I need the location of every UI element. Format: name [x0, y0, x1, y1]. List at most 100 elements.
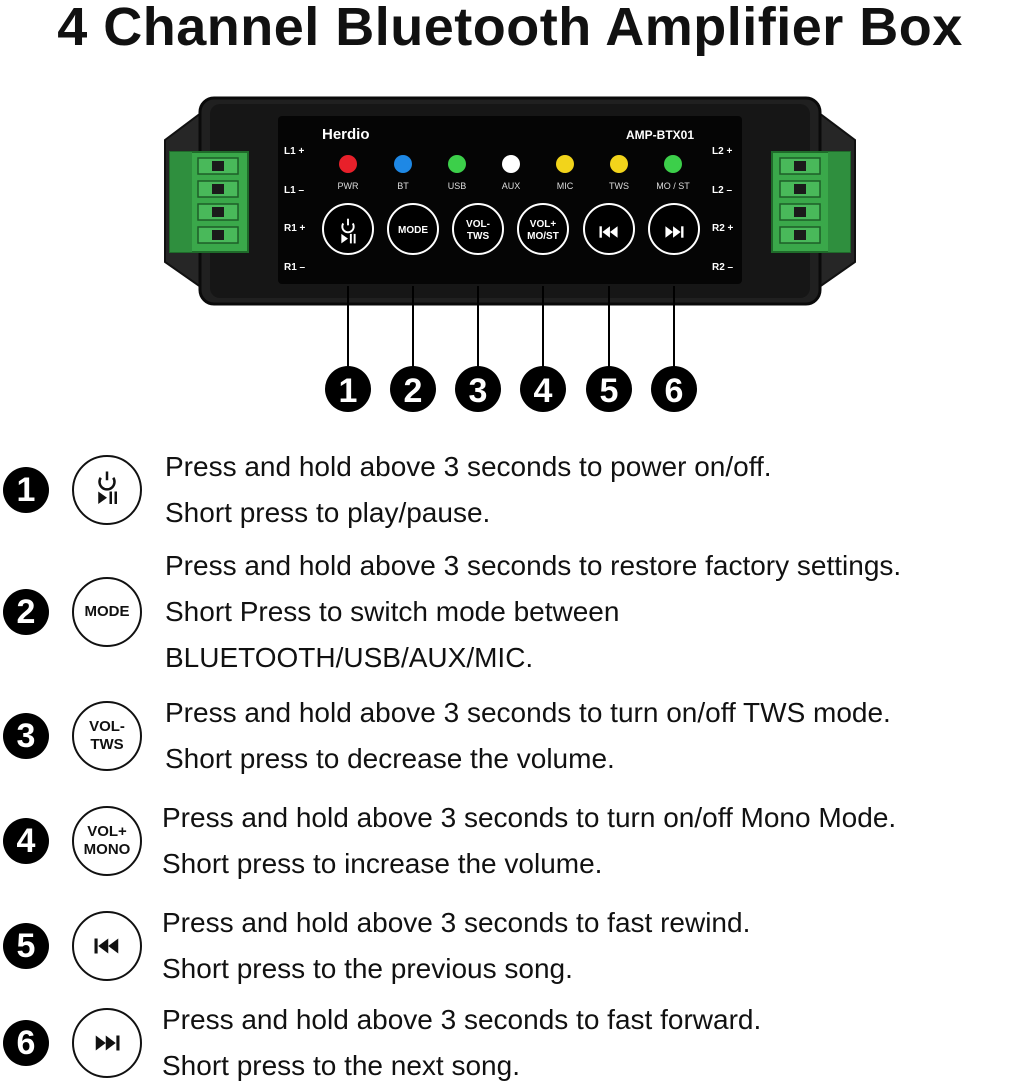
- led-indicator: [394, 155, 412, 173]
- legend-button-6: [72, 1008, 142, 1078]
- right-terminal-block: [771, 151, 851, 253]
- terminal-hole: [212, 207, 224, 217]
- power-icon: [98, 477, 116, 491]
- legend-description-line: Press and hold above 3 seconds to turn o…: [162, 802, 897, 833]
- led-indicator: [664, 155, 682, 173]
- next-track-icon: [95, 1035, 120, 1051]
- brand-logo: Herdio: [322, 126, 370, 143]
- legend-description-line: Press and hold above 3 seconds to fast f…: [162, 1004, 762, 1035]
- led-label: PWR: [338, 181, 359, 191]
- previous-track-icon: [94, 938, 119, 954]
- legend-description: Press and hold above 3 seconds to turn o…: [162, 795, 896, 887]
- legend-button-3: VOL-TWS: [72, 701, 142, 771]
- legend-number-badge: 2: [3, 589, 49, 635]
- legend-button-4: VOL+MONO: [72, 806, 142, 876]
- legend-description: Press and hold above 3 seconds to power …: [165, 444, 772, 536]
- right-terminal-label: L2 –: [712, 185, 732, 196]
- left-terminal-block: [169, 151, 249, 253]
- led-indicator: [610, 155, 628, 173]
- legend-row-1: 1 Press and hold above 3 seconds to power…: [0, 444, 1020, 536]
- legend-row-4: 4 VOL+MONO Press and hold above 3 seconds …: [0, 795, 1020, 887]
- terminal-hole: [212, 161, 224, 171]
- panel-button-label: VOL+: [530, 219, 557, 230]
- legend-description-line: Press and hold above 3 seconds to restor…: [165, 550, 902, 581]
- legend-description-line: Press and hold above 3 seconds to fast r…: [162, 907, 751, 938]
- right-terminal-label: L2 +: [712, 146, 732, 157]
- legend-row-5: 5 Press and hold above 3 seconds to fast …: [0, 900, 1020, 992]
- panel-button-3[interactable]: VOL-TWS: [452, 203, 504, 255]
- right-terminal-label: R2 –: [712, 262, 734, 273]
- legend-button-label: MONO: [83, 841, 131, 858]
- next-track-icon: [665, 226, 684, 238]
- panel-button-5[interactable]: [583, 203, 635, 255]
- right-terminal-label: R2 +: [712, 223, 734, 234]
- callout-number-badge: [455, 366, 501, 412]
- legend-row-2: 2 MODE Press and hold above 3 seconds to r…: [0, 543, 1020, 681]
- callout-number: 6: [665, 372, 684, 410]
- legend-button-2: MODE: [72, 577, 142, 647]
- amplifier-illustration: Herdio AMP-BTX01 L1 + L1 – R1 + R1 – L2 + L2…: [164, 96, 856, 412]
- legend-row-6: 6 Press and hold above 3 seconds to fast …: [0, 997, 1020, 1089]
- legend-description-line: Short press to increase the volume.: [162, 848, 603, 879]
- play-pause-icon: [341, 233, 348, 244]
- model-label: AMP-BTX01: [626, 128, 694, 142]
- legend-description-line: Short Press to switch mode between: [165, 596, 620, 627]
- legend-button-5: [72, 911, 142, 981]
- legend-description: Press and hold above 3 seconds to turn o…: [165, 690, 891, 782]
- legend-button-label: TWS: [90, 736, 124, 753]
- left-terminal-label: R1 +: [284, 223, 306, 234]
- callout-number-badge: [586, 366, 632, 412]
- led-label: USB: [448, 181, 467, 191]
- legend-description-line: Press and hold above 3 seconds to power …: [165, 451, 772, 482]
- power-play-pause-icon: [341, 218, 356, 244]
- legend-description: Press and hold above 3 seconds to restor…: [165, 543, 901, 681]
- legend-description-line: BLUETOOTH/USB/AUX/MIC.: [165, 642, 534, 673]
- panel-button-6[interactable]: [648, 203, 700, 255]
- led-indicator: [502, 155, 520, 173]
- legend-button-label: VOL-: [89, 718, 125, 735]
- led-label: AUX: [502, 181, 521, 191]
- previous-track-icon: [599, 226, 618, 238]
- legend-number-badge: 4: [3, 818, 49, 864]
- callout-number: 3: [469, 372, 488, 410]
- legend-button-label: VOL+: [87, 823, 127, 840]
- left-terminal-label: L1 +: [284, 146, 304, 157]
- led-indicator: [448, 155, 466, 173]
- panel-button-label: MODE: [398, 225, 428, 236]
- legend-description-line: Short press to play/pause.: [165, 497, 491, 528]
- left-terminal-label: R1 –: [284, 262, 306, 273]
- page-title: 4 Channel Bluetooth Amplifier Box: [57, 0, 963, 57]
- legend-description-line: Short press to the previous song.: [162, 953, 573, 984]
- power-play-pause-icon: [98, 471, 117, 504]
- legend-description-line: Short press to the next song.: [162, 1050, 520, 1081]
- legend-number-badge: 1: [3, 467, 49, 513]
- callout-number: 5: [600, 372, 619, 410]
- panel-button-4[interactable]: VOL+MO/ST: [517, 203, 569, 255]
- callout-number-badge: [390, 366, 436, 412]
- callout-number-badge: [520, 366, 566, 412]
- legend-number-badge: 3: [3, 713, 49, 759]
- power-icon: [341, 222, 355, 234]
- legend-description: Press and hold above 3 seconds to fast r…: [162, 900, 750, 992]
- callout-number-badge: [651, 366, 697, 412]
- callout-number-badge: [325, 366, 371, 412]
- left-terminal-label: L1 –: [284, 185, 304, 196]
- legend-button-label: MODE: [84, 603, 130, 620]
- legend-description-line: Short press to decrease the volume.: [165, 743, 615, 774]
- play-pause-icon: [98, 491, 107, 504]
- legend-number-badge: 5: [3, 923, 49, 969]
- callout-number: 2: [404, 372, 423, 410]
- led-label: MIC: [557, 181, 574, 191]
- panel-button-2[interactable]: MODE: [387, 203, 439, 255]
- panel-button-label: TWS: [467, 231, 490, 242]
- led-label: MO / ST: [656, 181, 690, 191]
- panel-button-1[interactable]: [322, 203, 374, 255]
- callout-number: 1: [339, 372, 358, 410]
- led-indicator: [339, 155, 357, 173]
- legend-row-3: 3 VOL-TWS Press and hold above 3 seconds t…: [0, 690, 1020, 782]
- legend-description-line: Press and hold above 3 seconds to turn o…: [165, 697, 891, 728]
- legend-number-badge: 6: [3, 1020, 49, 1066]
- terminal-hole: [794, 207, 806, 217]
- legend-description: Press and hold above 3 seconds to fast f…: [162, 997, 761, 1089]
- terminal-hole: [212, 184, 224, 194]
